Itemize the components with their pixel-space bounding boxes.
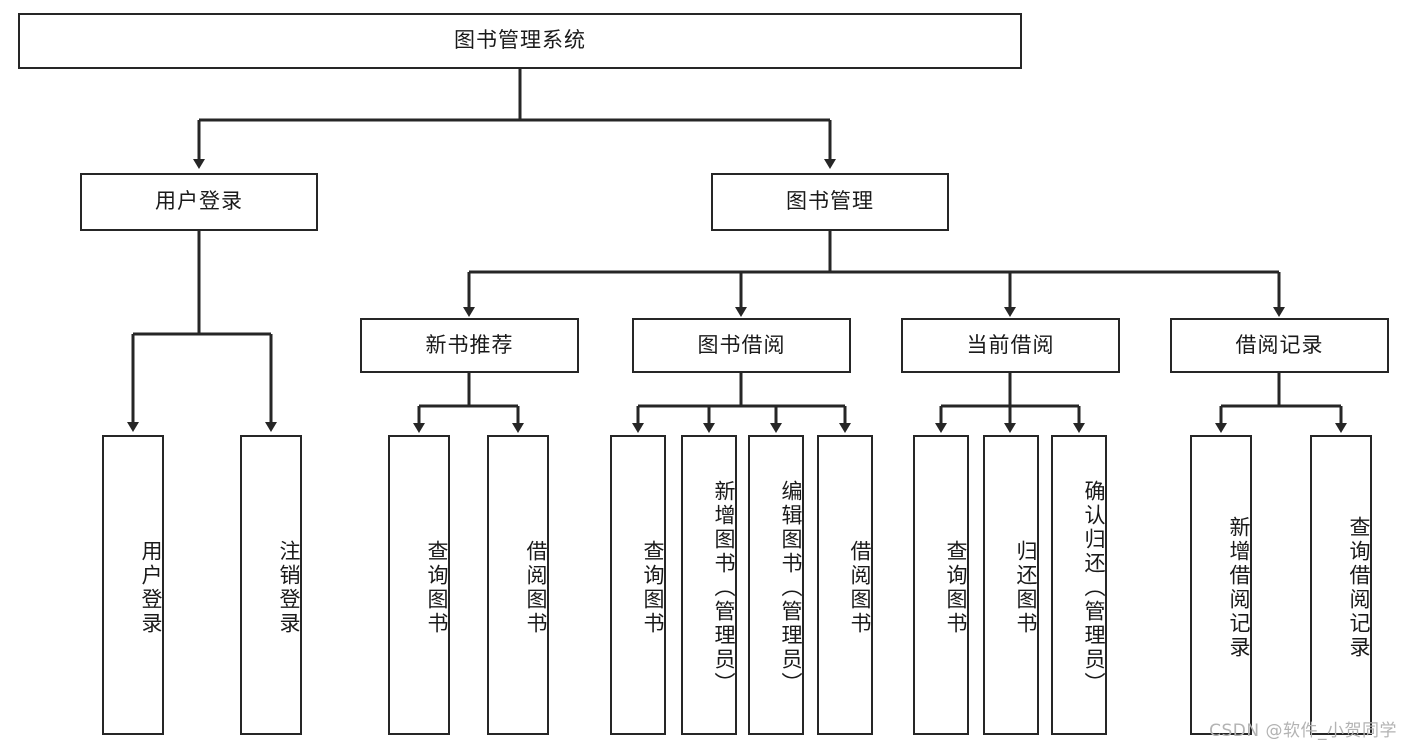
node-leaf-query-record-label: 查询借阅记录	[1347, 516, 1371, 660]
node-leaf-query-book-borrow[interactable]: 查询图书	[610, 435, 666, 735]
node-user-login-label: 用户登录	[155, 189, 243, 214]
node-leaf-query-book-recommend[interactable]: 查询图书	[388, 435, 450, 735]
node-leaf-return-book-label: 归还图书	[1014, 540, 1038, 636]
node-leaf-confirm-return[interactable]: 确认归还（管理员）	[1051, 435, 1107, 735]
node-leaf-borrow-book-recommend-label: 借阅图书	[524, 540, 548, 636]
node-root[interactable]: 图书管理系统	[18, 13, 1022, 69]
node-leaf-edit-book-label: 编辑图书（管理员）	[779, 480, 803, 696]
node-leaf-confirm-return-label: 确认归还（管理员）	[1082, 480, 1106, 696]
node-leaf-borrow-book-label: 借阅图书	[848, 540, 872, 636]
node-leaf-add-record-label: 新增借阅记录	[1227, 516, 1251, 660]
node-borrow-record[interactable]: 借阅记录	[1170, 318, 1389, 373]
node-leaf-return-book[interactable]: 归还图书	[983, 435, 1039, 735]
node-leaf-query-book-current[interactable]: 查询图书	[913, 435, 969, 735]
node-leaf-borrow-book-recommend[interactable]: 借阅图书	[487, 435, 549, 735]
node-book-manage-label: 图书管理	[786, 189, 874, 214]
node-leaf-query-record[interactable]: 查询借阅记录	[1310, 435, 1372, 735]
node-leaf-query-book-current-label: 查询图书	[944, 540, 968, 636]
node-root-label: 图书管理系统	[454, 28, 586, 53]
node-leaf-add-record[interactable]: 新增借阅记录	[1190, 435, 1252, 735]
node-leaf-edit-book[interactable]: 编辑图书（管理员）	[748, 435, 804, 735]
node-new-book-recommend-label: 新书推荐	[425, 332, 514, 357]
node-leaf-add-book[interactable]: 新增图书（管理员）	[681, 435, 737, 735]
node-leaf-logout[interactable]: 注销登录	[240, 435, 302, 735]
node-borrow-record-label: 借阅记录	[1235, 332, 1324, 357]
node-leaf-user-login-label: 用户登录	[139, 540, 163, 636]
node-leaf-user-login[interactable]: 用户登录	[102, 435, 164, 735]
node-current-borrow-label: 当前借阅	[966, 332, 1055, 357]
node-leaf-query-book-borrow-label: 查询图书	[641, 540, 665, 636]
node-leaf-add-book-label: 新增图书（管理员）	[712, 480, 736, 696]
node-leaf-logout-label: 注销登录	[277, 540, 301, 636]
node-leaf-query-book-recommend-label: 查询图书	[425, 540, 449, 636]
node-book-borrow[interactable]: 图书借阅	[632, 318, 851, 373]
node-leaf-borrow-book[interactable]: 借阅图书	[817, 435, 873, 735]
node-book-manage[interactable]: 图书管理	[711, 173, 949, 231]
node-book-borrow-label: 图书借阅	[697, 332, 786, 357]
node-user-login[interactable]: 用户登录	[80, 173, 318, 231]
node-new-book-recommend[interactable]: 新书推荐	[360, 318, 579, 373]
node-current-borrow[interactable]: 当前借阅	[901, 318, 1120, 373]
csdn-watermark: CSDN @软件_小贺同学	[1209, 721, 1397, 741]
